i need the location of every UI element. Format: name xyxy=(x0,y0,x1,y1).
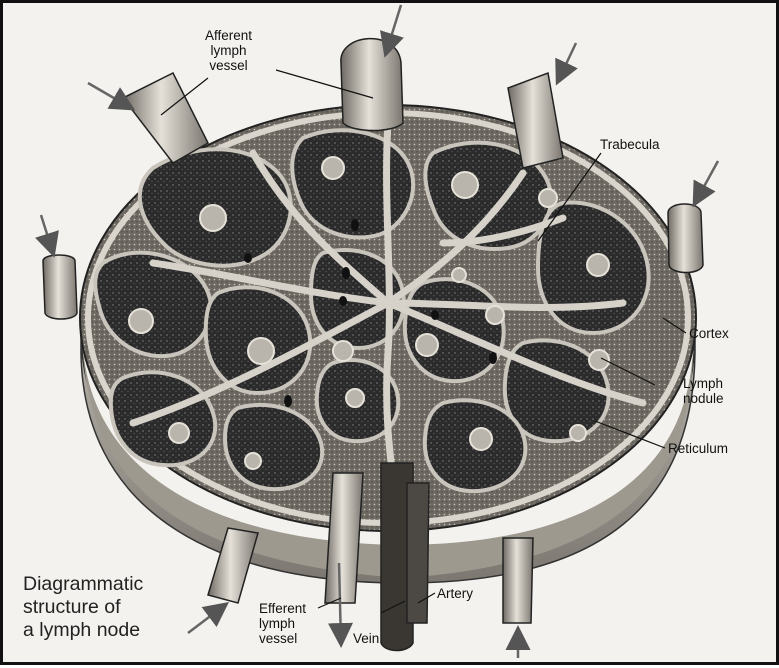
caption-line-1: Diagrammatic xyxy=(23,573,143,596)
label-cortex: Cortex xyxy=(689,326,729,341)
label-efferent-line-2: lymph xyxy=(259,616,306,631)
label-afferent-line-2: lymph xyxy=(205,43,252,58)
label-reticulum: Reticulum xyxy=(668,441,728,456)
label-trabecula: Trabecula xyxy=(600,137,660,152)
caption-line-3: a lymph node xyxy=(23,619,143,642)
label-lymph-nodule-line-2: nodule xyxy=(683,391,724,406)
label-efferent-line-1: Efferent xyxy=(259,601,306,616)
caption-line-2: structure of xyxy=(23,596,143,619)
label-afferent-line-1: Afferent xyxy=(205,28,252,43)
label-efferent-line-3: vessel xyxy=(259,631,306,646)
label-afferent-lymph-vessel: Afferent lymph vessel xyxy=(205,28,252,73)
label-artery: Artery xyxy=(437,586,473,601)
label-lymph-nodule: Lymph nodule xyxy=(683,376,724,406)
figure-caption: Diagrammatic structure of a lymph node xyxy=(23,573,143,642)
lymph-node-diagram xyxy=(3,3,779,668)
label-vein: Vein xyxy=(353,631,379,646)
label-afferent-line-3: vessel xyxy=(205,58,252,73)
label-efferent-lymph-vessel: Efferent lymph vessel xyxy=(259,601,306,646)
label-lymph-nodule-line-1: Lymph xyxy=(683,376,724,391)
